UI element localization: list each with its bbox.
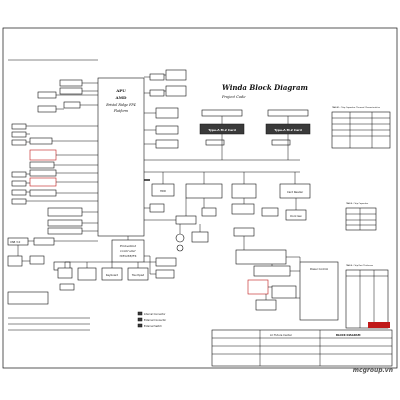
- ec-label-3: IT8528E/FX: [119, 254, 136, 258]
- usb30-port-2: [33, 237, 55, 246]
- diagram-title: Winda Block Diagram: [222, 83, 308, 92]
- thermal-block: [59, 283, 75, 291]
- table1-title: TABLE1: Chip Capacitor Thermal Character…: [332, 106, 380, 109]
- edp-block: [155, 107, 179, 119]
- legend-swatch-2: [137, 317, 143, 322]
- usb-port-2: [11, 131, 27, 138]
- ssd-block: [271, 139, 291, 146]
- spi-rom-block: [77, 267, 97, 281]
- title-block-company: LC Future Center: [270, 333, 293, 337]
- dimm-b-block: [165, 85, 187, 97]
- rtc-battery-block: [155, 125, 179, 135]
- hdmi-redriver: [63, 101, 81, 109]
- dc-jack-block: [255, 299, 277, 311]
- ddr-block-2: [59, 87, 83, 95]
- table2-title: TABLE: Chip Capacitor: [346, 202, 368, 205]
- led-circle-1: [175, 233, 185, 243]
- usb30-label: USB 3.0: [10, 240, 21, 244]
- title-block: [211, 329, 393, 367]
- audio-block: [29, 189, 57, 197]
- usb-port-3: [11, 139, 27, 146]
- m2-card-right-label: Type-A M.2 Card: [274, 128, 302, 132]
- touchpad-label: Touchpad: [132, 273, 145, 277]
- card-reader-label: Card Reader: [287, 190, 304, 194]
- dimm-a-block: [165, 69, 187, 81]
- mem-b-block: [149, 89, 165, 97]
- connection-lines: [8, 59, 301, 300]
- sata-block: [29, 161, 55, 169]
- ddr-block-1: [59, 79, 83, 87]
- crystal-block: [155, 139, 179, 149]
- table2: [345, 207, 377, 231]
- audio-codec-block: [185, 183, 223, 199]
- sd-slot-block: [261, 207, 279, 217]
- ec-label-1: Embedded: [119, 244, 136, 248]
- nvme-connector: [233, 227, 255, 237]
- fan-block: [57, 267, 73, 279]
- power-control-label: Power Control: [310, 267, 328, 271]
- usb-redriver-block: [231, 183, 257, 199]
- odd-block: [149, 203, 165, 213]
- headphone-block: [47, 219, 83, 227]
- charger-block: [235, 249, 287, 265]
- apu-family: Bristol Ridge FP4: [105, 103, 136, 107]
- mic-block: [47, 227, 83, 235]
- apu-vendor: AMD: [115, 95, 128, 100]
- red-highlight-2: [29, 177, 57, 187]
- mem-a-block: [149, 73, 165, 81]
- ec-label-2: Controller: [120, 249, 136, 253]
- legend-swatch-3: [137, 323, 143, 328]
- usb-hub: [29, 137, 53, 145]
- wlan-connector-right: [267, 109, 309, 117]
- m2-card-left-label: Type-A M.2 Card: [208, 128, 236, 132]
- mic-codec-block: [175, 215, 197, 225]
- table3: [345, 269, 389, 329]
- bt-block: [205, 139, 225, 146]
- power-block-left: [7, 291, 49, 305]
- ssd-connector: [231, 203, 255, 215]
- red-highlight-3: [247, 279, 269, 295]
- usb-port-4: [11, 171, 27, 178]
- camera-block: [191, 231, 209, 243]
- lan-block: [29, 169, 57, 177]
- power-button-block: [155, 269, 175, 279]
- diagram-subtitle: Project Code: [221, 95, 245, 99]
- apu-label: APU: [115, 88, 126, 93]
- usb-port-6: [11, 189, 27, 196]
- usb-port-7: [11, 198, 27, 205]
- speaker-block: [47, 207, 83, 217]
- pmic-block: [253, 265, 291, 277]
- hdd-label: HDD: [160, 189, 166, 193]
- legend-item-2: External Connector: [144, 319, 166, 322]
- watermark-text: mcgroup.vn: [353, 367, 393, 374]
- hdmi-block: [37, 105, 57, 113]
- retimer-block: [29, 255, 45, 265]
- table3-title: TABLE: Chip Part Thickness: [346, 264, 373, 267]
- logo-badge: [368, 322, 390, 328]
- legend-item-1: Internal Connector: [144, 313, 165, 316]
- legend-item-3: External Switch: [144, 325, 162, 328]
- apu-block: [97, 77, 145, 237]
- legend-swatch-1: [137, 311, 143, 316]
- sheet-border: [2, 27, 398, 369]
- usb-port-5: [11, 180, 27, 187]
- apu-platform: Platform: [113, 109, 128, 113]
- spk-amp-block: [201, 207, 217, 217]
- vga-block: [37, 91, 57, 99]
- led-circle-2: [176, 244, 184, 252]
- typec-block: [7, 255, 23, 267]
- title-block-doc: BLOCK DIAGRAM: [336, 333, 361, 337]
- power-control-block: [299, 261, 339, 321]
- usb-port-1: [11, 123, 27, 130]
- clock-gen-label: Clock Gen: [290, 215, 303, 218]
- battery-block: [271, 285, 297, 299]
- lid-switch-block: [155, 257, 177, 267]
- red-highlight-1: [29, 149, 57, 161]
- wlan-connector-left: [201, 109, 243, 117]
- keyboard-label: Keyboard: [106, 273, 119, 277]
